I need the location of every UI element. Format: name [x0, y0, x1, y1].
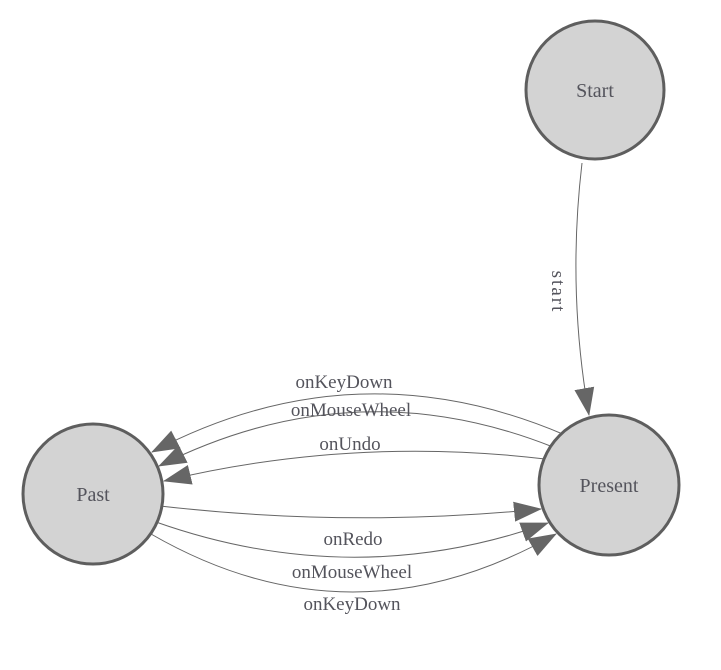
edge-label-onmousewheel-bottom: onMouseWheel	[292, 562, 412, 583]
edge-label-group: start onKeyDown onMouseWheel onUndo onRe…	[291, 271, 568, 615]
node-group	[21, 19, 681, 566]
node-label-present: Present	[580, 475, 639, 497]
edge-past-to-present-onkeydown	[150, 533, 557, 593]
edge-past-to-present-onredo	[159, 501, 542, 522]
edge-present-to-past-onundo	[163, 450, 546, 485]
state-node-start[interactable]	[524, 19, 666, 161]
state-node-present[interactable]	[537, 413, 681, 557]
edge-past-to-present-onmousewheel	[155, 521, 549, 558]
edge-label-onkeydown-bottom: onKeyDown	[303, 594, 401, 615]
edge-group	[150, 162, 595, 593]
edge-start-to-present	[574, 162, 595, 416]
node-label-start: Start	[576, 80, 614, 102]
edge-label-onundo: onUndo	[319, 434, 380, 455]
node-label-past: Past	[76, 484, 110, 506]
edge-present-to-past-onkeydown	[151, 393, 566, 453]
edge-label-onredo: onRedo	[323, 529, 382, 550]
edge-label-onmousewheel-top: onMouseWheel	[291, 400, 411, 421]
node-label-group: Start Present Past	[76, 80, 639, 506]
edge-label-start: start	[547, 271, 568, 314]
edge-label-onkeydown-top: onKeyDown	[295, 372, 393, 393]
state-node-past[interactable]	[21, 422, 165, 566]
edge-present-to-past-onmousewheel	[158, 411, 554, 467]
